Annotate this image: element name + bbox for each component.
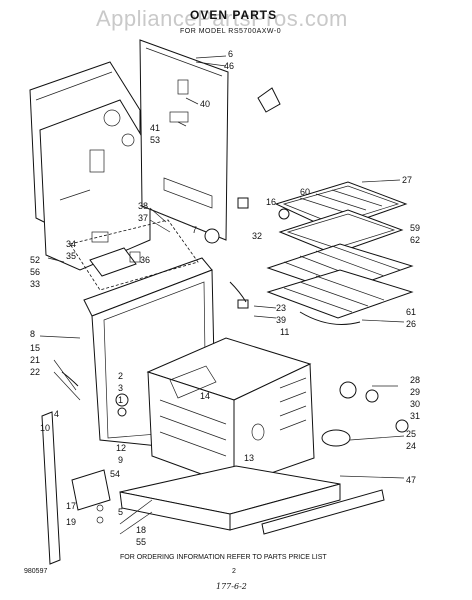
hinge-bracket bbox=[71, 469, 111, 511]
callout-46: 46 bbox=[224, 61, 235, 71]
figure-code: 980597 bbox=[24, 568, 48, 575]
small-parts-right bbox=[115, 197, 409, 447]
callout-59: 59 bbox=[410, 223, 421, 233]
callout-4: 4 bbox=[54, 409, 60, 419]
callout-52: 52 bbox=[30, 255, 41, 265]
callout-34: 34 bbox=[66, 239, 77, 249]
callout-62: 62 bbox=[410, 235, 421, 245]
callout-13: 13 bbox=[244, 453, 255, 463]
callout-6: 6 bbox=[228, 49, 234, 59]
callout-1: 1 bbox=[118, 395, 124, 405]
callout-19: 19 bbox=[66, 517, 77, 527]
oven-racks bbox=[266, 181, 414, 325]
callout-3: 3 bbox=[118, 383, 124, 393]
callout-17: 17 bbox=[66, 501, 77, 511]
callout-16: 16 bbox=[266, 197, 277, 207]
callout-15: 15 bbox=[30, 343, 41, 353]
callout-28: 28 bbox=[410, 375, 421, 385]
callout-29: 29 bbox=[410, 387, 421, 397]
callout-7: 7 bbox=[192, 225, 198, 235]
callout-54: 54 bbox=[110, 469, 121, 479]
callout-47: 47 bbox=[406, 475, 417, 485]
bracket-46 bbox=[257, 87, 281, 113]
callout-2: 2 bbox=[118, 371, 124, 381]
side-trim bbox=[41, 411, 61, 565]
control-components bbox=[69, 219, 199, 291]
callout-27: 27 bbox=[402, 175, 413, 185]
callout-8: 8 bbox=[30, 329, 36, 339]
callout-9: 9 bbox=[118, 455, 124, 465]
callout-22: 22 bbox=[30, 367, 41, 377]
callout-37: 37 bbox=[138, 213, 149, 223]
handwritten-note: 177-6-2 bbox=[216, 582, 247, 591]
callout-10: 10 bbox=[40, 423, 51, 433]
callout-55: 55 bbox=[136, 537, 147, 547]
callout-23: 23 bbox=[276, 303, 287, 313]
callout-40: 40 bbox=[200, 99, 211, 109]
model-line: FOR MODEL RS5700AXW-0 bbox=[180, 28, 282, 35]
callout-32: 32 bbox=[252, 231, 263, 241]
callout-53: 53 bbox=[150, 135, 161, 145]
callout-39: 39 bbox=[276, 315, 287, 325]
watermark: AppliancePartsPros.com bbox=[96, 6, 348, 31]
callout-31: 31 bbox=[410, 411, 421, 421]
callout-60: 60 bbox=[300, 187, 311, 197]
callout-18: 18 bbox=[136, 525, 147, 535]
callout-56: 56 bbox=[30, 267, 41, 277]
callout-11: 11 bbox=[280, 327, 290, 337]
callout-35: 35 bbox=[66, 251, 77, 261]
back-panel bbox=[139, 39, 229, 241]
callout-38: 38 bbox=[138, 201, 149, 211]
callout-5: 5 bbox=[118, 507, 124, 517]
callout-36: 36 bbox=[140, 255, 151, 265]
callout-21: 21 bbox=[30, 355, 41, 365]
callout-33: 33 bbox=[30, 279, 41, 289]
callout-14: 14 bbox=[200, 391, 211, 401]
callout-24: 24 bbox=[406, 441, 417, 451]
callout-12: 12 bbox=[116, 443, 127, 453]
callout-61: 61 bbox=[406, 307, 417, 317]
ordering-note: FOR ORDERING INFORMATION REFER TO PARTS … bbox=[120, 554, 327, 561]
callout-41: 41 bbox=[150, 123, 161, 133]
callout-25: 25 bbox=[406, 429, 417, 439]
diagram-title: OVEN PARTS bbox=[190, 8, 278, 22]
callout-30: 30 bbox=[410, 399, 421, 409]
page-number: 2 bbox=[232, 568, 236, 575]
base-drawer bbox=[119, 465, 385, 535]
callout-26: 26 bbox=[406, 319, 417, 329]
rear-insulation-panel bbox=[29, 61, 151, 271]
